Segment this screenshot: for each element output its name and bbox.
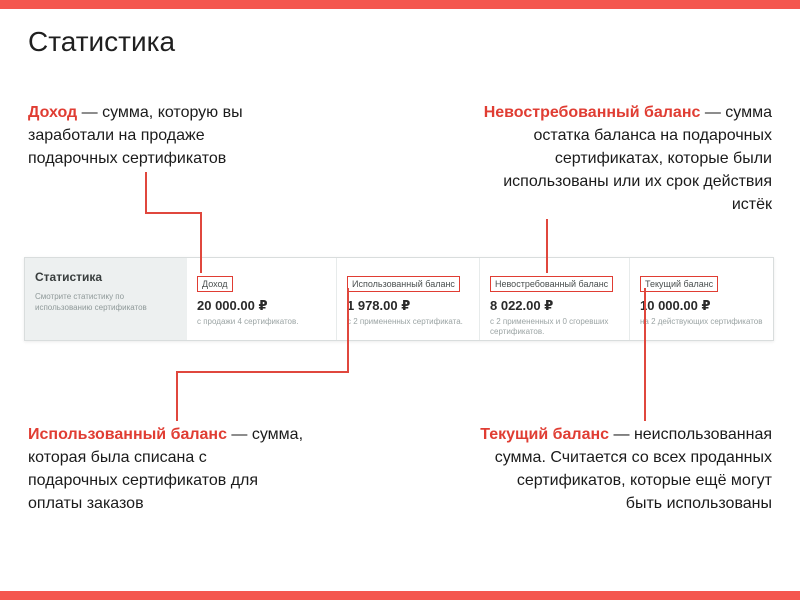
annotation-used-term: Использованный баланс — [28, 426, 227, 443]
stats-panel-info: Статистика Смотрите статистику по исполь… — [25, 258, 187, 340]
annotation-income-text: — сумма, которую вы заработали на продаж… — [28, 104, 243, 167]
annotation-used: Использованный баланс — сумма, которая б… — [28, 423, 328, 515]
stat-unclaimed-balance-label-box: Невостребованный баланс — [490, 276, 614, 292]
connector-income-vertical-1 — [145, 172, 147, 214]
stats-panel-subtitle: Смотрите статистику по использованию сер… — [35, 292, 147, 312]
stat-current-balance: Текущий баланс 10 000.00 ₽ на 2 действую… — [629, 258, 773, 340]
stat-current-balance-value: 10 000.00 ₽ — [640, 298, 711, 313]
connector-current-vertical — [644, 288, 646, 421]
annotation-unclaimed-term: Невостребованный баланс — [483, 104, 701, 121]
page-title: Статистика — [28, 26, 176, 57]
connector-income-horizontal — [145, 212, 202, 214]
stat-income-value: 20 000.00 ₽ — [197, 298, 268, 313]
stat-unclaimed-balance: Невостребованный баланс 8 022.00 ₽ с 2 п… — [479, 258, 629, 340]
stats-panel-heading: Статистика — [35, 270, 103, 284]
connector-used-horizontal — [176, 371, 349, 373]
annotation-current-term: Текущий баланс — [480, 426, 610, 443]
stat-used-balance-label-box: Использованный баланс — [347, 276, 460, 292]
top-accent-bar — [0, 0, 800, 9]
stat-unclaimed-balance-value: 8 022.00 ₽ — [490, 298, 554, 313]
annotation-income-term: Доход — [28, 104, 78, 121]
annotation-used-text: — сумма, которая была списана с подарочн… — [28, 426, 304, 512]
stat-used-balance-value: 1 978.00 ₽ — [347, 298, 411, 313]
stat-income-label-box: Доход — [197, 276, 233, 292]
stat-used-balance-note: с 2 примененных сертификата. — [347, 317, 463, 326]
stat-income-note: с продажи 4 сертификатов. — [197, 317, 299, 326]
stats-panel: Статистика Смотрите статистику по исполь… — [24, 257, 774, 341]
stat-current-balance-label-box: Текущий баланс — [640, 276, 719, 292]
connector-used-vertical-1 — [347, 288, 349, 373]
connector-unclaimed-vertical — [546, 219, 548, 273]
stat-used-balance: Использованный баланс 1 978.00 ₽ с 2 при… — [336, 258, 479, 340]
annotation-unclaimed-text: — сумма остатка баланса на подарочных се… — [503, 104, 772, 213]
connector-used-vertical-2 — [176, 371, 178, 421]
annotation-income: Доход — сумма, которую вы заработали на … — [28, 101, 288, 170]
annotation-current-text: — неиспользованная сумма. Считается со в… — [494, 426, 772, 512]
annotation-current: Текущий баланс — неиспользованная сумма.… — [422, 423, 772, 515]
connector-income-vertical-2 — [200, 212, 202, 273]
stat-current-balance-note: на 2 действующих сертификатов — [640, 317, 763, 326]
annotation-unclaimed: Невостребованный баланс — сумма остатка … — [432, 101, 772, 216]
stat-unclaimed-balance-note: с 2 примененных и 0 сгоревших сертификат… — [490, 317, 609, 336]
stat-income: Доход 20 000.00 ₽ с продажи 4 сертификат… — [187, 258, 336, 340]
bottom-accent-bar — [0, 591, 800, 600]
